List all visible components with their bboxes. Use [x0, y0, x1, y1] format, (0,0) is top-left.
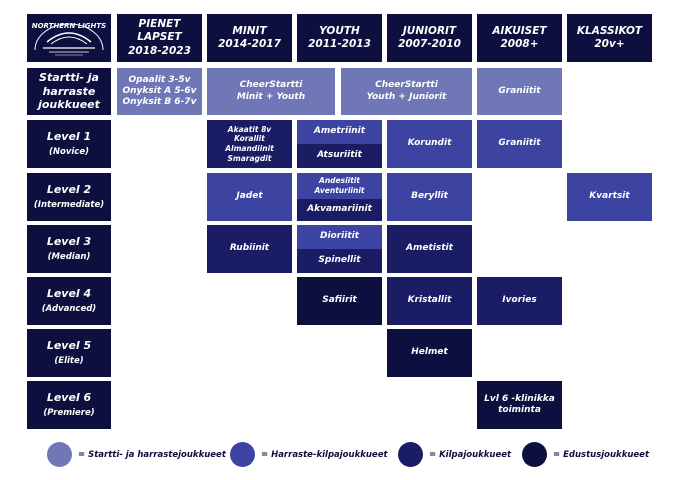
team-beryllit: Beryllit [387, 173, 472, 221]
team-kvartsit: Kvartsit [567, 173, 652, 221]
team-helmet: Helmet [387, 329, 472, 377]
legend-swatch [398, 442, 423, 467]
team-andesiitit-aventuriinit: Andesiitit Aventuriinit [297, 173, 382, 199]
team-graniitit-level1: Graniitit [477, 120, 562, 168]
column-header-youth: YOUTH 2011-2013 [297, 14, 382, 62]
row-label-startti: Startti- ja harraste joukkueet [27, 68, 111, 115]
team-akvamariinit: Akvamariinit [297, 199, 382, 221]
row-level-subtitle: (Novice) [49, 147, 89, 158]
column-header-juniorit: JUNIORIT 2007-2010 [387, 14, 472, 62]
column-header-minit: MINIT 2014-2017 [207, 14, 292, 62]
legend-label: = Kilpajoukkueet [429, 449, 512, 460]
legend-item-kilpa: = Kilpajoukkueet [398, 442, 511, 467]
team-akaatit-korallit: Akaatit 8v Korallit Almandiinit Smaragdi… [207, 120, 292, 168]
legend-swatch [522, 442, 547, 467]
row-level-subtitle: (Intermediate) [33, 200, 105, 211]
team-cheerstartti-youth-juniorit: CheerStartti Youth + Juniorit [341, 68, 472, 115]
svg-text:NORTHERN LIGHTS: NORTHERN LIGHTS [32, 22, 106, 30]
row-level-title: Level 3 [46, 235, 92, 249]
legend-item-harraste-kilpa: = Harraste-kilpajoukkueet [230, 442, 388, 467]
row-level-title: Level 6 [46, 391, 92, 405]
team-ametriinit: Ametriinit [297, 120, 382, 144]
team-rubiinit: Rubiinit [207, 225, 292, 273]
row-label-level-3: Level 3 (Median) [27, 225, 111, 273]
row-level-subtitle: (Elite) [54, 356, 84, 367]
team-safiirit: Safiirit [297, 277, 382, 325]
legend-label: = Startti- ja harrastejoukkueet [78, 449, 226, 460]
team-spinellit: Spinellit [297, 249, 382, 273]
legend-item-edustus: = Edustusjoukkueet [522, 442, 649, 467]
legend-item-startti: = Startti- ja harrastejoukkueet [47, 442, 226, 467]
team-opaalit-onyksit: Opaalit 3-5v Onyksit A 5-6v Onyksit B 6-… [117, 68, 202, 115]
row-level-subtitle: (Premiere) [43, 408, 95, 419]
row-label-level-1: Level 1 (Novice) [27, 120, 111, 168]
legend-swatch [230, 442, 255, 467]
team-ivories: Ivories [477, 277, 562, 325]
row-level-title: Level 1 [46, 130, 92, 144]
northern-lights-logo-icon: NORTHERN LIGHTS [32, 22, 106, 56]
team-korundit: Korundit [387, 120, 472, 168]
legend-swatch [47, 442, 72, 467]
team-jadet: Jadet [207, 173, 292, 221]
column-header-klassikot: KLASSIKOT 20v+ [567, 14, 652, 62]
column-header-pienet-lapset: PIENET LAPSET 2018-2023 [117, 14, 202, 62]
row-label-level-2: Level 2 (Intermediate) [27, 173, 111, 221]
row-level-title: Level 4 [46, 287, 92, 301]
row-level-title: Level 2 [46, 183, 92, 197]
legend-label: = Harraste-kilpajoukkueet [261, 449, 388, 460]
team-lvl6-klinikka: Lvl 6 -klinikka toiminta [477, 381, 562, 429]
legend-label: = Edustusjoukkueet [553, 449, 650, 460]
column-header-aikuiset: AIKUISET 2008+ [477, 14, 562, 62]
team-ametistit: Ametistit [387, 225, 472, 273]
team-cheerstartti-minit-youth: CheerStartti Minit + Youth [207, 68, 335, 115]
logo: NORTHERN LIGHTS [27, 14, 111, 62]
row-level-title: Level 5 [46, 339, 92, 353]
team-dioriitit: Dioriitit [297, 225, 382, 249]
row-level-subtitle: (Advanced) [41, 304, 97, 315]
row-label-level-6: Level 6 (Premiere) [27, 381, 111, 429]
team-atsuriitit: Atsuriitit [297, 144, 382, 168]
row-label-level-4: Level 4 (Advanced) [27, 277, 111, 325]
team-kristallit: Kristallit [387, 277, 472, 325]
team-graniitit-startti: Graniitit [477, 68, 562, 115]
row-level-subtitle: (Median) [47, 252, 91, 263]
row-label-level-5: Level 5 (Elite) [27, 329, 111, 377]
